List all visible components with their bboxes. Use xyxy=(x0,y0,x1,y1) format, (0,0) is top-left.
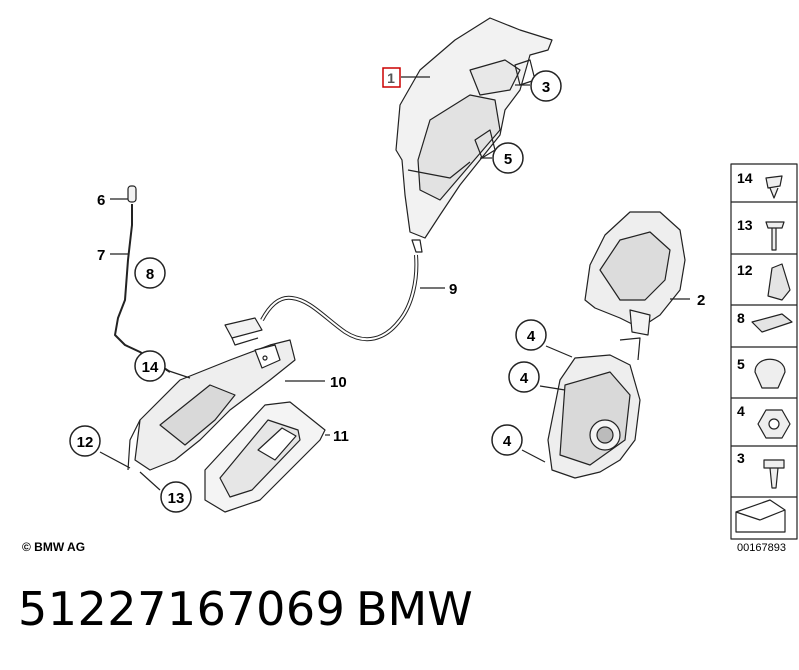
leader-13 xyxy=(139,471,161,491)
callout-9: 9 xyxy=(449,281,457,298)
callout-12: 12 xyxy=(69,425,101,457)
legend-label-4: 4 xyxy=(737,403,745,419)
copyright-text: © BMW AG xyxy=(22,540,86,554)
callout-11: 11 xyxy=(333,428,349,445)
legend-label-12: 12 xyxy=(737,262,753,278)
diagram-code: 00167893 xyxy=(737,542,786,554)
svg-text:1: 1 xyxy=(387,70,395,86)
leader-4c xyxy=(521,449,546,463)
leader-4b xyxy=(539,385,566,391)
leader-4a xyxy=(545,345,573,358)
legend-label-13: 13 xyxy=(737,217,753,233)
leader-14 xyxy=(165,369,191,379)
legend-panel xyxy=(730,163,798,540)
expanding-nut-icon xyxy=(767,263,791,301)
legend-label-8: 8 xyxy=(737,310,745,326)
svg-text:4: 4 xyxy=(527,328,536,345)
clip-icon xyxy=(765,175,783,199)
legend-label-5: 5 xyxy=(737,356,745,372)
callout-4b: 4 xyxy=(508,361,540,393)
svg-text:12: 12 xyxy=(77,434,94,451)
callout-7: 6 xyxy=(97,192,105,209)
svg-text:13: 13 xyxy=(168,490,185,507)
callout-1: 1 xyxy=(382,67,401,88)
callout-3: 3 xyxy=(530,70,562,102)
svg-text:8: 8 xyxy=(146,266,154,283)
flange-screw-icon xyxy=(763,459,785,489)
brand-name: BMW xyxy=(356,582,473,636)
part-10-handle-carrier xyxy=(127,339,296,471)
callout-14: 14 xyxy=(134,350,166,382)
rubber-buffer-icon xyxy=(754,358,786,389)
callout-10: 10 xyxy=(330,374,347,391)
callout-13: 13 xyxy=(160,481,192,513)
callout-8: 8 xyxy=(134,257,166,289)
part-4-lock-module xyxy=(547,337,641,479)
svg-text:4: 4 xyxy=(503,433,512,450)
callout-4a: 4 xyxy=(515,319,547,351)
part-number: 51227167069 xyxy=(18,582,346,636)
callout-2: 2 xyxy=(697,292,705,309)
callout-6: 7 xyxy=(97,247,105,264)
parts-diagram: 3 5 8 14 12 13 4 4 4 1 2 6 7 9 10 11 14 xyxy=(69,17,798,540)
part-2-actuator xyxy=(584,211,686,336)
legend-label-14: 14 xyxy=(737,170,753,186)
part-7-pin xyxy=(127,185,137,203)
svg-text:14: 14 xyxy=(142,359,159,376)
callout-5: 5 xyxy=(492,142,524,174)
callout-4c: 4 xyxy=(491,424,523,456)
screw-icon xyxy=(765,221,785,251)
svg-text:5: 5 xyxy=(504,151,512,168)
svg-text:3: 3 xyxy=(542,79,550,96)
legend-label-3: 3 xyxy=(737,450,745,466)
leader-12 xyxy=(99,451,131,469)
part-9-cable xyxy=(224,254,419,346)
svg-text:4: 4 xyxy=(520,370,529,387)
pad-icon xyxy=(751,313,793,333)
part-11-trim xyxy=(204,401,326,513)
part-1-cover xyxy=(395,17,553,253)
part-6-rod xyxy=(114,204,171,373)
arrow-icon xyxy=(735,499,786,533)
